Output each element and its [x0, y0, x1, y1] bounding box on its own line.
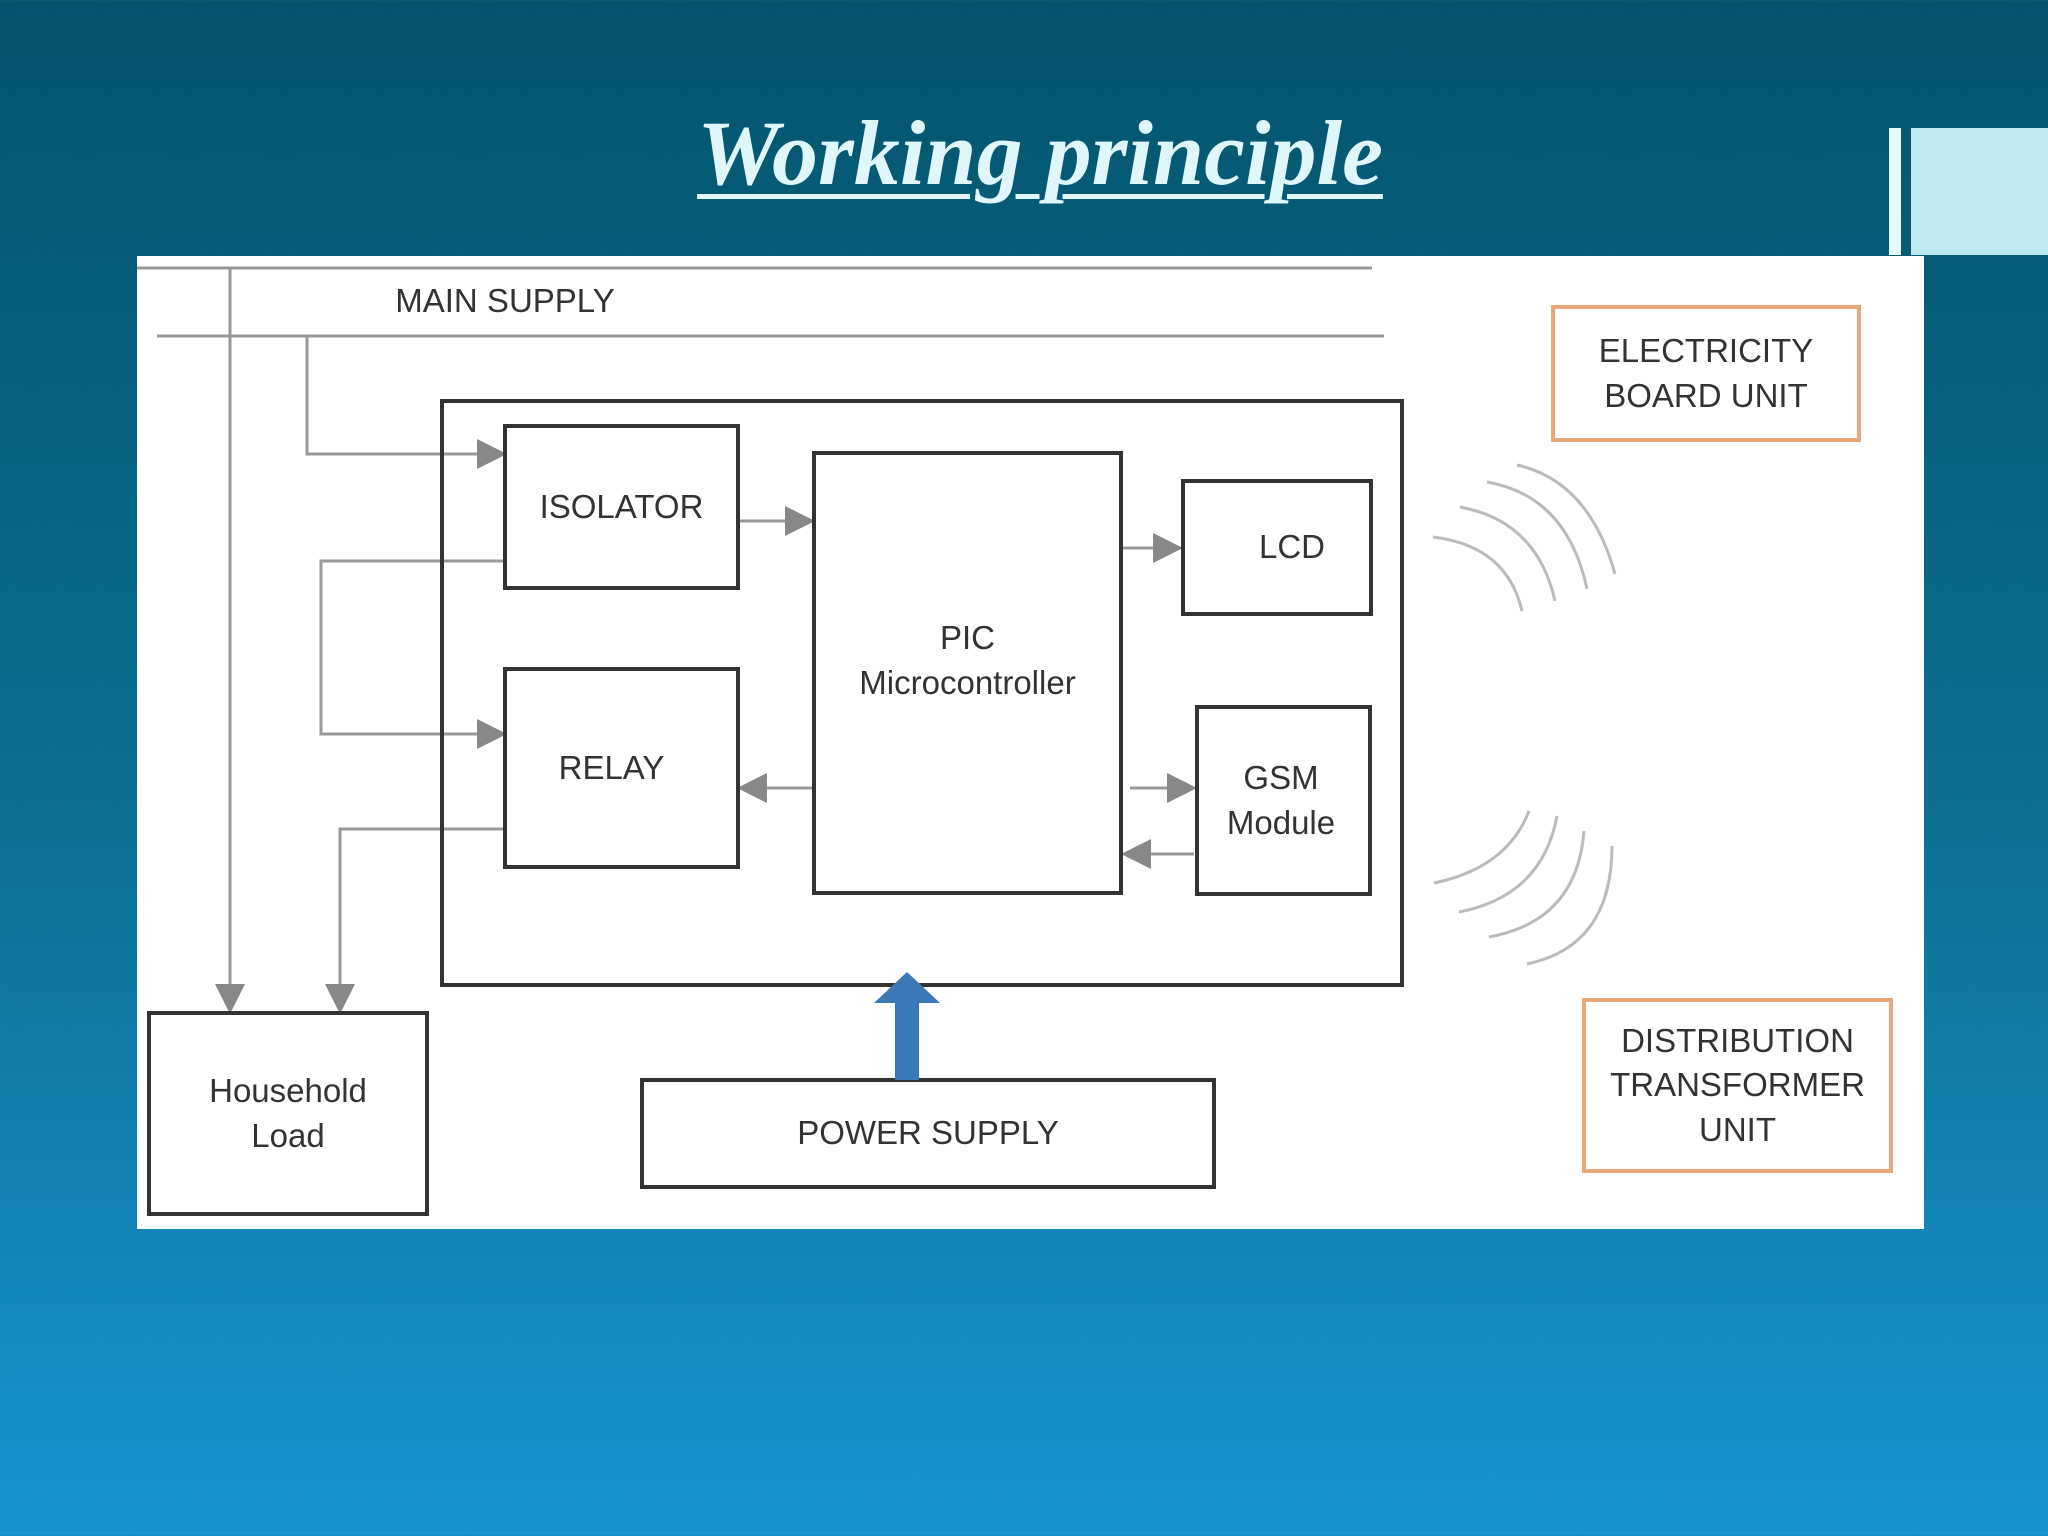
power-supply-box: [640, 1078, 1216, 1189]
pic-box: [812, 451, 1123, 895]
electricity-board-label: ELECTRICITY BOARD UNIT: [1598, 331, 1814, 414]
power-supply-label: POWER SUPPLY: [797, 1114, 1059, 1152]
household-load-label: Household Load: [209, 1071, 367, 1154]
relay-to-load-line: [325, 827, 504, 1014]
relay-box: [503, 667, 740, 869]
diagram-lines: [137, 266, 1893, 1216]
power-arrow: [874, 972, 940, 1080]
block-diagram: MAIN SUPPLY ISOLATOR RELAY PIC Microcont…: [137, 256, 1924, 1229]
gsm-label: GSM Module: [1226, 758, 1336, 841]
lcd-label: LCD: [1258, 528, 1326, 566]
isolator-box: [503, 424, 740, 590]
distribution-transformer-label: DISTRIBUTION TRANSFORMER UNIT: [1610, 1021, 1865, 1148]
relay-label: RELAY: [558, 748, 665, 786]
decorative-bar: [1889, 128, 1901, 255]
isolator-label: ISOLATOR: [539, 487, 704, 525]
wireless-arc: [1459, 505, 1557, 602]
main-supply-label: MAIN SUPPLY: [395, 281, 615, 319]
wireless-arc: [1433, 810, 1531, 885]
decorative-block: [1911, 128, 2048, 255]
controller-enclosure: [440, 399, 1404, 987]
supply-to-isolator-line: [305, 336, 507, 469]
distribution-transformer-box: [1582, 998, 1893, 1173]
gsm-box: [1195, 705, 1372, 896]
electricity-board-box: [1551, 305, 1861, 442]
pic-label: PIC Microcontroller: [859, 619, 1076, 701]
wireless-arc: [1486, 480, 1589, 590]
wireless-arc: [1526, 845, 1614, 966]
slide-title: Working principle: [697, 102, 1383, 204]
isolator-relay-feed-line: [319, 559, 507, 749]
wireless-arc: [1516, 463, 1617, 575]
wireless-arc: [1458, 815, 1559, 914]
wireless-arc: [1488, 830, 1586, 939]
wireless-arc: [1432, 535, 1524, 612]
household-load-box: [147, 1011, 429, 1216]
lcd-box: [1181, 479, 1373, 616]
